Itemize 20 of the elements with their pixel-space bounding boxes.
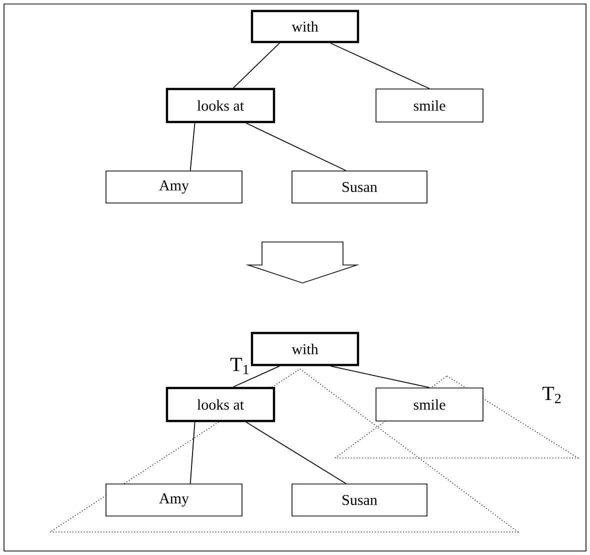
keyword-box: looks at <box>166 386 276 422</box>
keyword-box: looks at <box>166 88 276 124</box>
tree-label: T$_{2}$ <box>542 386 561 404</box>
tree-edge <box>232 366 280 388</box>
tree-edge <box>330 366 430 388</box>
word-box: smile <box>376 88 484 122</box>
word-box: Susan <box>292 170 428 204</box>
tree-edge <box>232 42 280 88</box>
word-box: smile <box>376 388 484 422</box>
word-box: Amy <box>106 484 242 516</box>
word-box: Amy <box>106 170 242 204</box>
tree-label: T$_{1}$ <box>230 358 249 374</box>
keyword-box: with <box>250 10 360 44</box>
keyword-box: with <box>250 332 360 366</box>
word-box: Susan <box>292 484 428 516</box>
tree-edge <box>246 422 346 484</box>
tree-edge <box>330 42 430 90</box>
tree-edge <box>246 122 346 172</box>
tree-edge <box>190 422 196 484</box>
tree-edge <box>190 122 196 172</box>
